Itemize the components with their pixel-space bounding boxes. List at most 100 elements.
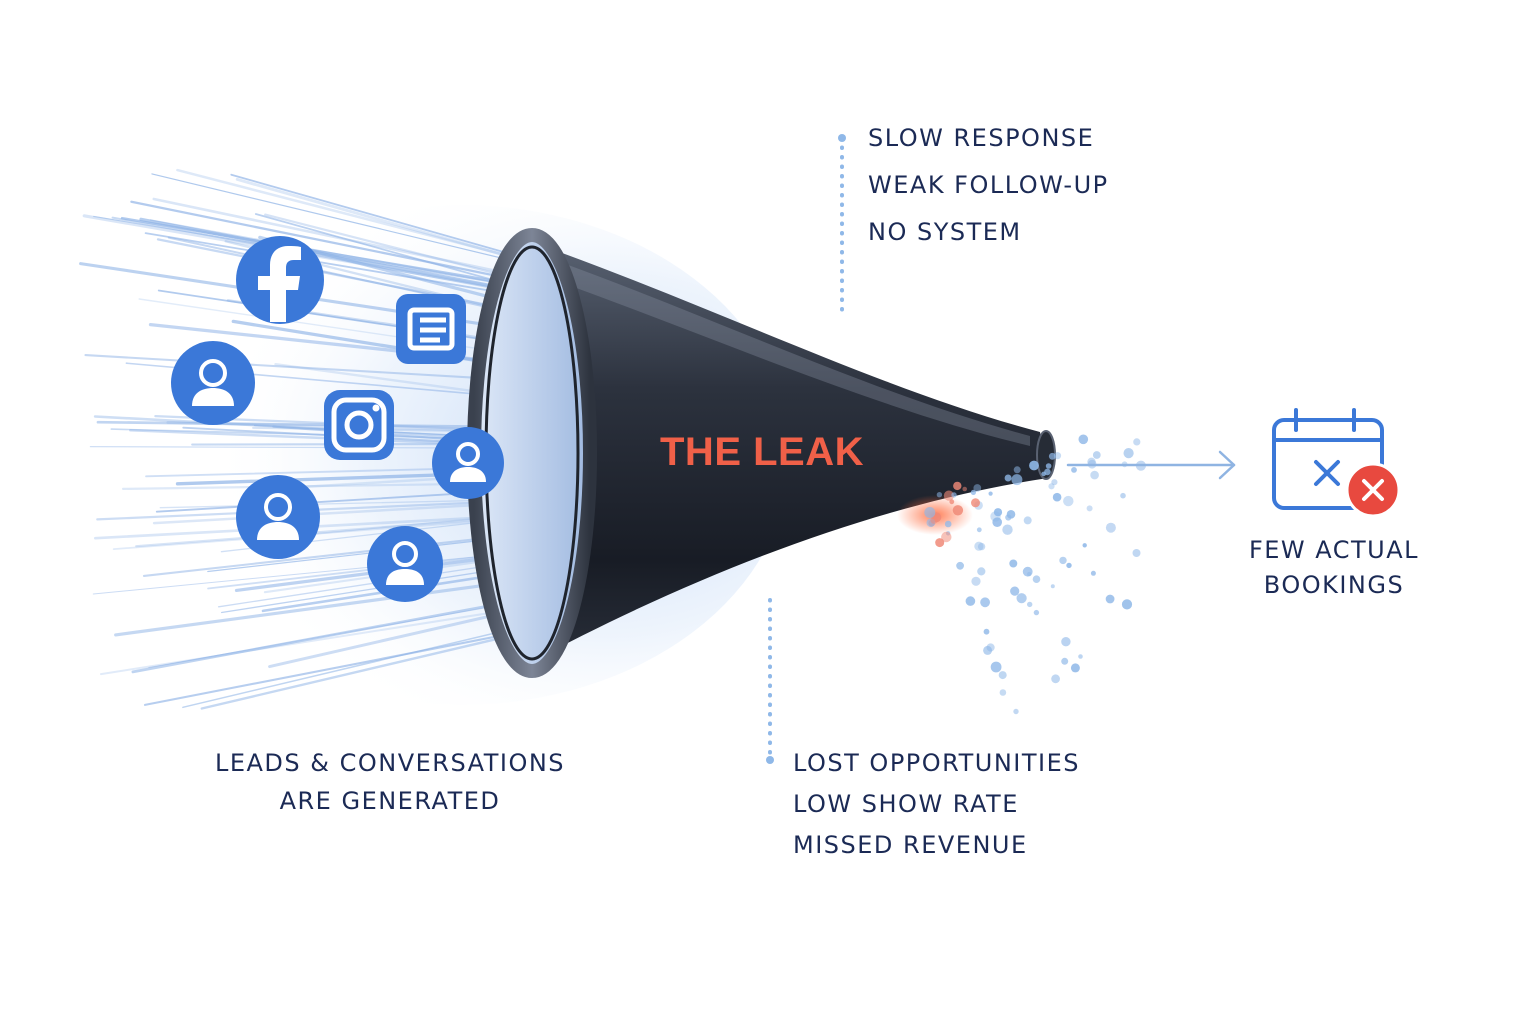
leak-droplet (943, 490, 955, 501)
leak-droplet (1132, 549, 1141, 557)
form-icon (396, 294, 466, 364)
leak-droplet (993, 508, 1003, 517)
leak-droplet (1029, 460, 1039, 471)
leak-droplet (1070, 663, 1080, 673)
leak-droplet (1071, 467, 1077, 473)
leak-droplet (1078, 654, 1083, 659)
instagram-icon (324, 390, 394, 460)
leak-funnel (467, 228, 1056, 678)
outcome-arrow (1066, 450, 1236, 480)
leak-droplet (990, 511, 1001, 522)
facebook-icon (236, 236, 324, 324)
leak-droplet (990, 661, 1002, 673)
sources-caption-line1: LEADS & CONVERSATIONS (214, 749, 566, 777)
user-icon (236, 475, 320, 559)
leak-droplet (962, 486, 967, 492)
leak-droplet (1002, 524, 1013, 535)
cause-item: NO SYSTEM (868, 218, 1022, 246)
leak-droplets (924, 434, 1146, 715)
leak-droplet (1123, 448, 1134, 459)
leak-droplet (988, 491, 993, 496)
user-icon (367, 526, 443, 602)
outcome-caption-line1: FEW ACTUAL (1248, 536, 1420, 564)
leak-droplet (1061, 657, 1069, 665)
leak-droplet (1061, 637, 1071, 647)
leak-droplet (1004, 474, 1012, 482)
sources-caption-line2: ARE GENERATED (279, 787, 501, 815)
leak-droplet (1048, 452, 1056, 460)
leak-droplet (1105, 594, 1115, 604)
leak-droplet (1016, 593, 1027, 604)
leak-title: THE LEAK (660, 430, 864, 474)
leak-droplet (1022, 566, 1033, 577)
leak-droplet (1006, 510, 1016, 519)
cause-item: WEAK FOLLOW-UP (868, 171, 1109, 199)
leak-droplet (1053, 452, 1062, 460)
leak-droplet (1090, 570, 1096, 576)
leak-droplet (924, 507, 936, 518)
leak-droplet (1051, 479, 1058, 486)
leak-droplet (1121, 599, 1133, 610)
leak-droplet (956, 561, 964, 570)
leak-droplet (1066, 562, 1072, 569)
leak-droplet (1105, 522, 1116, 533)
leak-droplet (949, 499, 955, 505)
leak-droplet (1023, 516, 1032, 525)
leak-droplet (976, 527, 982, 533)
leak-droplet (1010, 586, 1020, 596)
calendar-cancel-icon (1272, 408, 1401, 518)
leak-droplet (1033, 609, 1040, 616)
leak-droplet (1009, 559, 1018, 568)
leak-droplet (941, 531, 952, 543)
leak-droplet (977, 567, 986, 576)
leak-droplet (952, 505, 964, 516)
leak-droplet (999, 689, 1007, 696)
outcome-caption-line2: BOOKINGS (1263, 571, 1405, 599)
leak-droplet (1041, 471, 1046, 477)
leak-droplet (1032, 575, 1041, 583)
leak-droplet (1045, 463, 1052, 469)
leak-droplet (983, 645, 993, 655)
leak-droplet (1082, 543, 1087, 548)
leak-droplet (1013, 708, 1019, 715)
loss-item: MISSED REVENUE (793, 831, 1028, 859)
leak-droplet (974, 541, 984, 551)
leak-droplet (1059, 556, 1067, 565)
leak-droplet (944, 520, 952, 528)
leak-droplet (1050, 584, 1055, 589)
causes-bullet (838, 134, 846, 142)
leak-droplet (998, 671, 1007, 680)
leak-droplet (980, 597, 990, 608)
leak-droplet (1078, 434, 1089, 445)
leak-droplet (1120, 492, 1126, 499)
leak-droplet (1027, 601, 1033, 608)
leak-droplet (971, 576, 981, 586)
leak-droplet (1011, 474, 1023, 486)
leak-droplet (935, 538, 945, 548)
leak-droplet (953, 481, 962, 491)
leak-droplet (1013, 466, 1021, 474)
leak-droplet (1048, 483, 1055, 490)
leak-droplet (977, 542, 986, 551)
user-icon (171, 341, 255, 425)
loss-item: LOW SHOW RATE (793, 790, 1019, 818)
leak-droplet (1133, 438, 1141, 446)
leak-droplet (973, 484, 982, 492)
leak-droplet (951, 492, 957, 498)
leak-droplet (970, 489, 977, 495)
leak-droplet (1052, 492, 1062, 502)
leak-droplet (1086, 505, 1093, 512)
loss-item: LOST OPPORTUNITIES (793, 749, 1080, 777)
leak-droplet (930, 516, 938, 524)
leak-droplet (983, 628, 990, 635)
leak-droplet (1063, 495, 1074, 507)
stream-line (176, 168, 562, 271)
leak-droplet (992, 517, 1002, 527)
leak-droplet (971, 498, 980, 508)
leak-droplet (965, 596, 976, 606)
leak-droplet (936, 492, 943, 498)
user-icon (432, 427, 504, 499)
leak-droplet (1092, 451, 1101, 459)
leak-droplet (1051, 674, 1060, 684)
